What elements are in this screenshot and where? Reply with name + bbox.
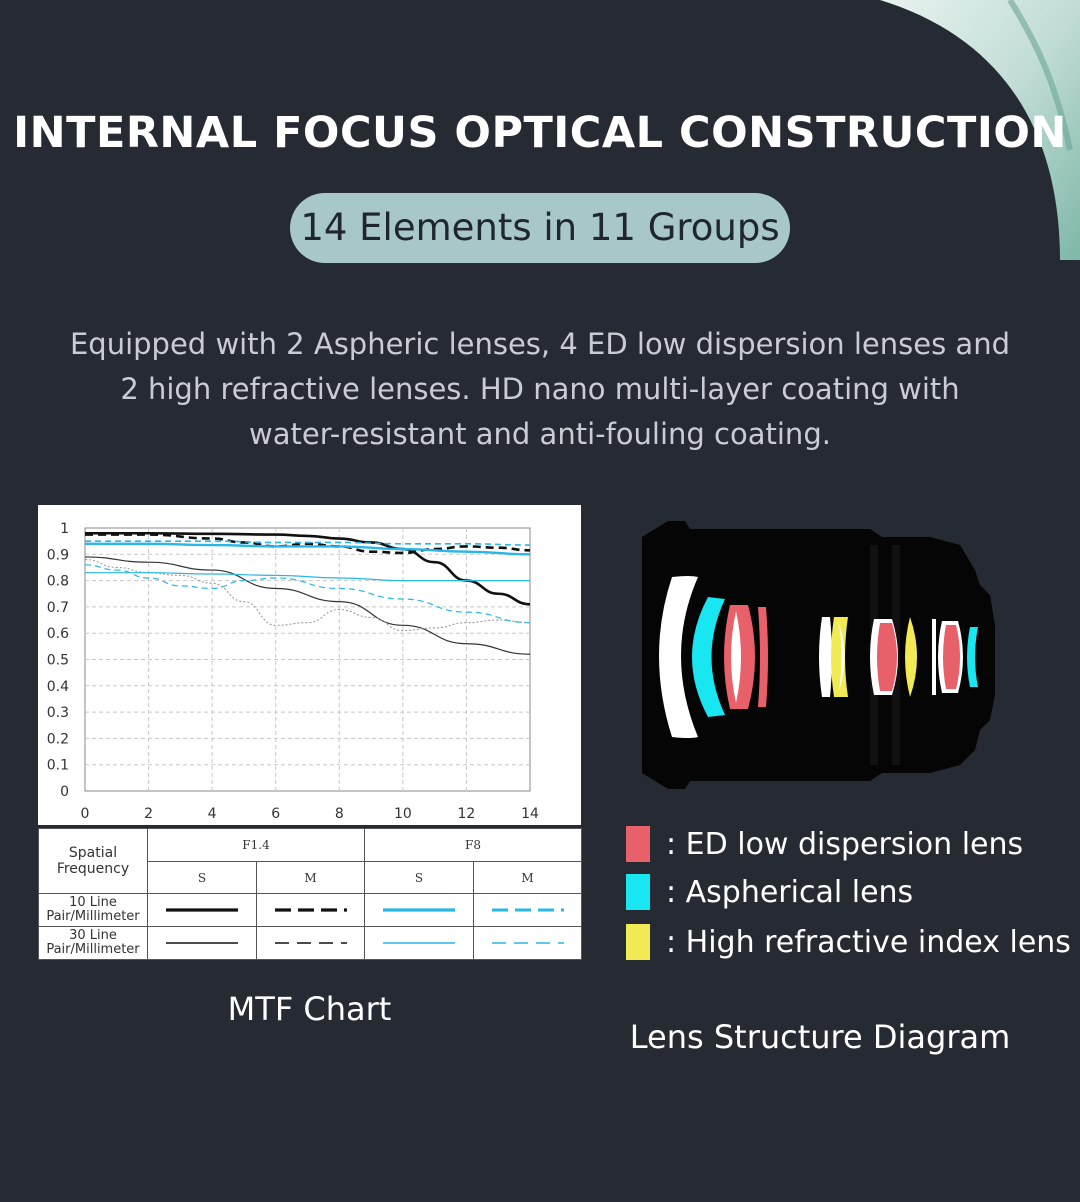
lens-key-label: : High refractive index lens [666, 924, 1071, 960]
lens-element-high-refractive [905, 617, 917, 697]
aperture-f8-header: F8 [364, 828, 583, 862]
x-tick-label: 8 [335, 806, 344, 822]
row-10-label: 10 Line Pair/Millimeter [38, 893, 148, 927]
lens-diagram-caption: Lens Structure Diagram [629, 1018, 1011, 1056]
x-tick-label: 14 [521, 806, 539, 822]
y-tick-label: 0.3 [47, 705, 69, 721]
mtf-series-line [84, 533, 531, 555]
corner-decoration [860, 0, 1080, 260]
mtf-series-line [84, 542, 531, 556]
mtf-series-line [84, 564, 531, 624]
x-tick-label: 6 [271, 806, 280, 822]
header-line: Spatial [68, 845, 118, 861]
lens-element-white [731, 611, 741, 703]
row-label-line: 10 Line [69, 895, 117, 910]
y-tick-label: 0.7 [47, 600, 69, 616]
lens-element-ed [877, 623, 897, 691]
y-tick-label: 1 [60, 521, 69, 537]
sagittal-header: S [364, 861, 475, 894]
description: Equipped with 2 Aspheric lenses, 4 ED lo… [60, 322, 1020, 457]
description-line: Equipped with 2 Aspheric lenses, 4 ED lo… [69, 327, 1010, 361]
x-tick-label: 12 [458, 806, 476, 822]
lens-element-ed [943, 625, 960, 689]
lens-key-ed: : ED low dispersion lens [626, 826, 1023, 862]
description-line: 2 high refractive lenses. HD nano multi-… [120, 372, 960, 406]
lens-barrel [642, 521, 995, 789]
element-count-badge: 14 Elements in 11 Groups [290, 193, 790, 263]
lens-element-white [932, 619, 936, 695]
lens-element-aspherical [692, 597, 725, 717]
y-tick-label: 0.9 [47, 547, 69, 563]
x-tick-label: 2 [144, 806, 153, 822]
sagittal-header: S [147, 861, 257, 894]
x-tick-label: 4 [208, 806, 217, 822]
lens-key-label: : ED low dispersion lens [666, 826, 1024, 862]
lens-element-white [659, 576, 698, 738]
aperture-f14-header: F1.4 [146, 828, 366, 862]
x-tick-label: 0 [81, 806, 90, 822]
mtf-series-line [84, 540, 531, 546]
header-line: Frequency [56, 861, 130, 877]
mtf-series-line [84, 559, 531, 632]
y-tick-label: 0 [60, 784, 69, 800]
y-tick-label: 0.5 [47, 653, 69, 669]
meridional-header: M [255, 861, 366, 894]
spatial-frequency-header: Spatial Frequency [38, 828, 148, 894]
y-tick-label: 0.1 [47, 758, 69, 774]
lens-element-high-refractive [831, 617, 848, 697]
legend-sample [364, 926, 475, 960]
lens-element-white [819, 617, 832, 697]
y-tick-label: 0.4 [47, 679, 69, 695]
row-label-line: Pair/Millimeter [46, 909, 140, 924]
y-tick-label: 0.6 [47, 626, 69, 642]
y-tick-label: 0.2 [47, 731, 69, 747]
legend-sample [255, 926, 366, 960]
plot-area [84, 527, 531, 792]
row-label-line: 30 Line [69, 928, 117, 943]
lens-element-white [839, 623, 845, 691]
page-title: INTERNAL FOCUS OPTICAL CONSTRUCTION [13, 108, 1067, 158]
mtf-series-line [84, 556, 531, 655]
mtf-chart-caption: MTF Chart [227, 990, 392, 1028]
legend-sample [364, 893, 475, 927]
lens-element-ed [758, 607, 768, 707]
description-line: water-resistant and anti-fouling coating… [249, 417, 831, 451]
legend-sample [255, 893, 366, 927]
meridional-header: M [473, 861, 583, 894]
row-30-label: 30 Line Pair/Millimeter [38, 926, 148, 960]
mtf-series-line [85, 572, 530, 582]
lens-key-label: : Aspherical lens [666, 874, 914, 910]
mtf-chart: 0 0.1 0.2 0.3 0.4 0.5 0.6 0.7 0.8 0.9 1 0 2 4 6 8 10 12 1… [38, 505, 581, 825]
lens-key-high-refractive: : High refractive index lens [626, 924, 1071, 960]
ed-swatch [626, 826, 650, 862]
legend-sample [473, 893, 583, 927]
lens-structure-diagram [642, 521, 995, 789]
legend-sample [147, 926, 257, 960]
legend-sample [147, 893, 257, 927]
aspherical-swatch [626, 874, 650, 910]
mtf-legend-table: Spatial Frequency F1.4 F8 S M S M 10 Lin… [38, 828, 583, 960]
legend-sample [473, 926, 583, 960]
y-tick-label: 0.8 [47, 574, 69, 590]
high-refractive-swatch [626, 924, 650, 960]
lens-key-aspherical: : Aspherical lens [626, 874, 913, 910]
row-label-line: Pair/Millimeter [46, 942, 140, 957]
lens-element-aspherical [967, 627, 978, 687]
x-tick-label: 10 [394, 806, 412, 822]
mtf-chart-svg: 0 0.1 0.2 0.3 0.4 0.5 0.6 0.7 0.8 0.9 1 0 2 4 6 8 10 12 1… [38, 505, 581, 825]
